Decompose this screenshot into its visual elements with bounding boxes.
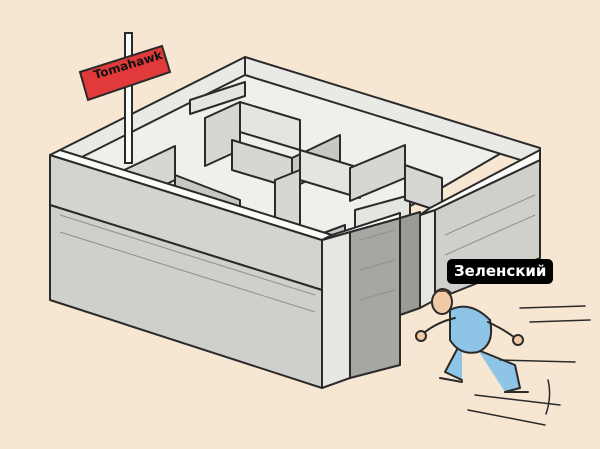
maze-exit-shadow: [399, 211, 421, 316]
maze-front-wall-face: [49, 204, 323, 389]
maze-inner-wall: [189, 81, 246, 115]
maze-inner-wall: [299, 149, 361, 199]
running-character: [415, 288, 529, 393]
signpost: [78, 32, 172, 164]
maze-corner-top: [321, 212, 401, 241]
maze-gate-wall-top: [419, 149, 541, 216]
maze-corner-side: [349, 217, 401, 379]
maze-gate-wall: [419, 209, 436, 309]
motion-lines: [467, 305, 591, 426]
sign-board: [78, 44, 172, 102]
character-name-label: Зеленский: [447, 259, 554, 284]
maze-corner-front: [321, 231, 351, 389]
